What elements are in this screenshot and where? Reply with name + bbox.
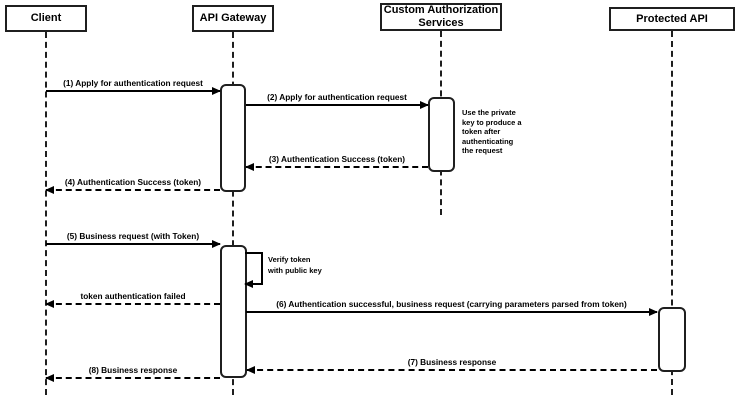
message-token-authentication-failed: token authentication failed [45,289,220,308]
arrowhead-left-icon [244,280,253,288]
actor-box-custom-authorization-services: Custom Authorization Services [380,3,502,31]
arrowhead-left-icon [45,186,54,194]
message-label: (1) Apply for authentication request [63,78,203,88]
self-message-line: with public key [268,266,322,275]
arrow-line [246,104,428,106]
actor-box-protected-api: Protected API [609,7,735,31]
message-label: (7) Business response [407,357,497,367]
actor-box-client: Client [5,5,87,32]
lifeline-protected-api [671,31,673,395]
message-1-apply-authentication-request: (1) Apply for authentication request [46,76,221,95]
message-label: token authentication failed [80,291,186,301]
self-message-line: Verify token [268,255,311,264]
arrow-line [46,90,220,92]
message-label: (6) Authentication successful, business … [276,299,627,309]
arrow-line [46,377,220,379]
activation-bar-api-gateway-1 [220,84,246,192]
actor-box-api-gateway: API Gateway [192,5,274,32]
arrow-line [46,303,220,305]
arrowhead-right-icon [212,87,221,95]
arrowhead-right-icon [649,308,658,316]
arrow-line [246,311,657,313]
note-line: Use the private [462,108,516,117]
message-2-apply-authentication-request: (2) Apply for authentication request [246,90,429,109]
message-8-business-response: (8) Business response [45,363,220,382]
activation-bar-custom-authorization-services [428,97,455,172]
message-label: (4) Authentication Success (token) [64,177,202,187]
arrow-line [46,243,220,245]
arrowhead-left-icon [45,300,54,308]
message-label: (5) Business request (with Token) [66,231,200,241]
message-label: (3) Authentication Success (token) [268,154,406,164]
note-line: token after [462,127,501,136]
lifeline-api-gateway [232,32,234,395]
arrow-line [46,189,220,191]
note-line: authenticating [462,136,514,146]
self-message-label: Verify token with public key [268,254,322,276]
note-line: key to produce a [462,117,522,127]
message-label: (8) Business response [88,365,178,375]
actor-label-client: Client [30,12,62,25]
message-4-authentication-success-token: (4) Authentication Success (token) [45,175,220,194]
message-6-authentication-successful-business-request: (6) Authentication successful, business … [246,297,658,316]
activation-bar-api-gateway-2 [220,245,247,378]
activation-bar-protected-api [658,307,686,372]
note-private-key-token: Use the private key to produce a token a… [462,108,522,156]
actor-label-protected-api: Protected API [636,12,708,25]
arrow-line [246,166,428,168]
arrowhead-left-icon [246,366,255,374]
arrowhead-left-icon [45,374,54,382]
message-7-business-response: (7) Business response [246,355,657,374]
arrowhead-left-icon [245,163,254,171]
arrow-line [247,369,657,371]
arrowhead-right-icon [420,101,429,109]
message-5-business-request-with-token: (5) Business request (with Token) [46,229,221,248]
message-label: (2) Apply for authentication request [267,92,407,102]
actor-label-api-gateway: API Gateway [199,12,267,25]
note-line: the request [462,146,503,155]
lifeline-client [45,32,47,395]
actor-label-custom-authorization-services: Custom Authorization Services [383,4,499,29]
arrowhead-right-icon [212,240,221,248]
self-message-verify-token-loop [244,252,263,288]
message-3-authentication-success-token: (3) Authentication Success (token) [245,152,428,171]
